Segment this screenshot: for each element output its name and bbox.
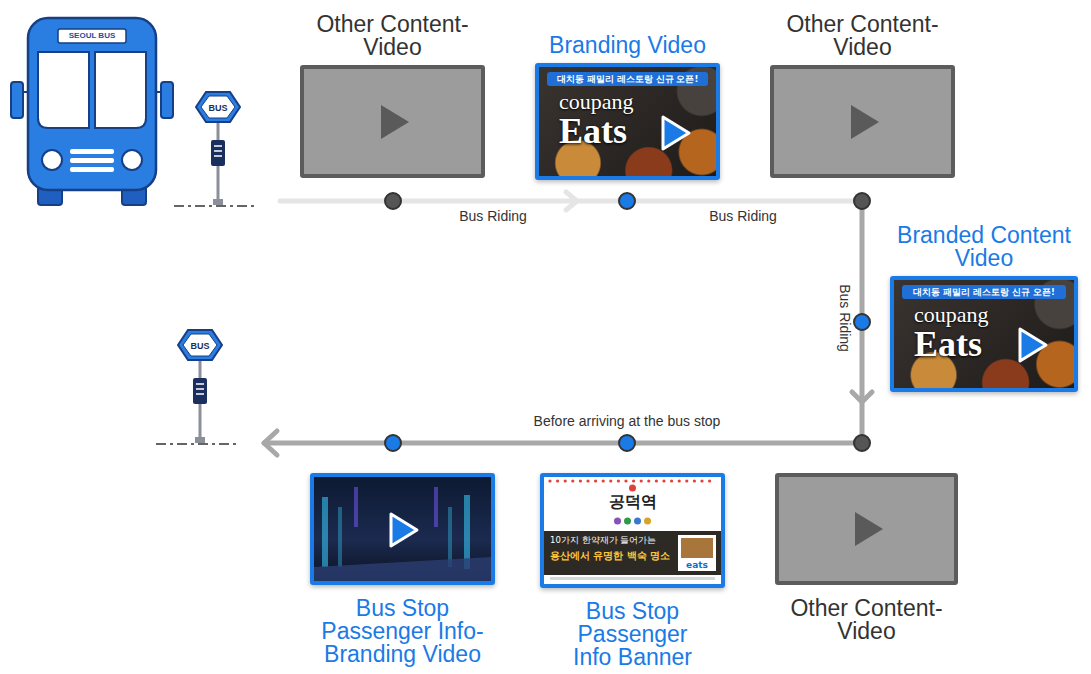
bus-stop-icon: [156, 330, 240, 444]
segment-label: Before arriving at the bus stop: [534, 414, 721, 428]
play-icon: [1016, 326, 1052, 364]
video-thumbnail: Bus Stop Passenger Info Banner공덕역10가지 한약…: [540, 473, 725, 588]
video-placeholder: Other Content-Video: [775, 473, 958, 585]
video-title: Branding Video: [518, 34, 738, 57]
video-placeholder: Other Content-Video: [770, 65, 955, 178]
video-thumbnail: Branding Video대치동 패밀리 레스토랑 신규 오픈!coupang…: [535, 63, 720, 180]
timeline-dot: [385, 193, 870, 451]
thumbnail-caption: 대치동 패밀리 레스토랑 신규 오픈!: [902, 285, 1066, 299]
brand-wordmark: Eats: [914, 326, 982, 362]
video-thumbnail: Bus Stop Passenger Info-Branding Video: [310, 473, 495, 585]
video-title: Other Content-Video: [773, 13, 953, 59]
brand-wordmark: coupang: [559, 91, 634, 113]
video-title: Bus Stop Passenger Info Banner: [558, 600, 708, 669]
bus-stop-sign-text: BUS: [208, 103, 227, 112]
banner-headline: 용산에서 유명한 백숙 명소: [550, 550, 674, 561]
brand-logo: eats: [678, 561, 716, 570]
segment-label: Bus Riding: [838, 284, 852, 352]
play-icon: [851, 509, 887, 549]
bus-stop-icon: [174, 92, 258, 206]
video-title: Branded Content Video: [884, 224, 1084, 270]
play-icon: [377, 102, 413, 142]
banner-copy: 10가지 한약재가 들어가는: [550, 536, 674, 545]
station-name: 공덕역: [544, 494, 721, 510]
video-title: Bus Stop Passenger Info-Branding Video: [310, 597, 495, 666]
bus-plate-text: SEOUL BUS: [69, 32, 116, 40]
thumbnail-caption: 대치동 패밀리 레스토랑 신규 오픈!: [547, 72, 708, 86]
play-icon: [847, 102, 883, 142]
brand-wordmark: coupang: [914, 304, 989, 326]
brand-wordmark: Eats: [559, 113, 627, 149]
route-timeline: [264, 192, 872, 455]
segment-label: Bus Riding: [459, 209, 527, 223]
play-icon: [387, 511, 423, 549]
video-title: Other Content-Video: [303, 13, 483, 59]
segment-label: Bus Riding: [709, 209, 777, 223]
play-icon: [659, 114, 695, 152]
video-placeholder: Other Content-Video: [300, 65, 485, 178]
video-title: Other Content-Video: [777, 597, 957, 643]
bus-stop-sign-text: BUS: [190, 341, 209, 350]
bus-icon: [11, 18, 173, 205]
video-thumbnail: Branded Content Video대치동 패밀리 레스토랑 신규 오픈!…: [890, 276, 1078, 392]
